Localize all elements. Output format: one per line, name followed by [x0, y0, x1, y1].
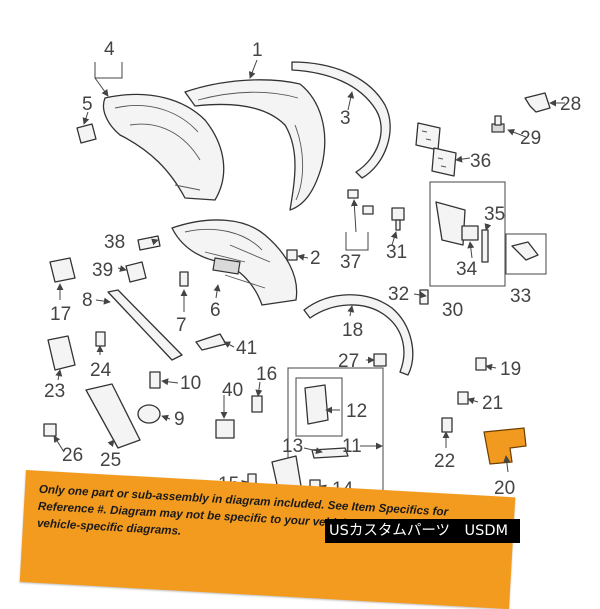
part-23-bracket [47, 335, 76, 371]
callout-9: 9 [174, 409, 185, 430]
part-26-fastener [43, 423, 57, 437]
callout-20: 20 [494, 478, 515, 499]
part-12-latch [304, 384, 329, 425]
callout-12: 12 [346, 401, 367, 422]
callout-32: 32 [388, 284, 409, 305]
callout-7: 7 [176, 315, 187, 336]
callout-19: 19 [500, 359, 521, 380]
callout-6: 6 [210, 300, 221, 321]
callout-37: 37 [340, 252, 361, 273]
callout-2: 2 [310, 248, 321, 269]
part-28-bracket [524, 92, 551, 113]
group-box-30 [429, 181, 506, 287]
part-18-molding [303, 294, 414, 376]
part-9-bumper-stop [137, 404, 161, 424]
part-24-bolt [95, 331, 106, 347]
part-33-wrench-clip [511, 241, 539, 261]
callout-33: 33 [510, 286, 531, 307]
part-17-bracket [49, 257, 76, 283]
part-10-bolt [149, 371, 161, 389]
callout-27: 27 [338, 351, 359, 372]
part-4-trim-panel [102, 93, 225, 201]
callout-11: 11 [342, 436, 362, 457]
part-3-molding [291, 61, 391, 179]
callout-26: 26 [62, 445, 83, 466]
part-8-reinforcement [107, 289, 183, 361]
part-39-bracket [125, 261, 147, 283]
callout-24: 24 [90, 360, 112, 381]
part-21-clip [457, 391, 469, 405]
callout-38: 38 [104, 232, 125, 253]
callout-18: 18 [342, 320, 363, 341]
part-22-bolt [441, 417, 453, 433]
callout-17: 17 [50, 304, 71, 325]
part-38-bracket [137, 235, 161, 251]
callout-28: 28 [560, 94, 581, 115]
group-box-11 [287, 367, 384, 494]
callout-21: 21 [482, 393, 503, 414]
part-1-bumper-cover [184, 79, 326, 211]
part-37-screws [347, 189, 374, 215]
leader-lines [53, 59, 565, 492]
callout-13: 13 [282, 436, 303, 457]
callout-16: 16 [256, 364, 277, 385]
callout-10: 10 [180, 373, 201, 394]
seller-watermark: USカスタムパーツ USDM [325, 519, 520, 543]
callout-1: 1 [252, 40, 263, 61]
part-2-bolt [286, 249, 298, 261]
callout-5: 5 [82, 94, 93, 115]
callout-23: 23 [44, 381, 65, 402]
part-20-bracket-highlighted [483, 427, 527, 465]
callout-25: 25 [100, 450, 121, 471]
part-31-clip [391, 207, 405, 231]
part-29-bolt [491, 115, 505, 133]
callout-29: 29 [520, 128, 541, 149]
part-35-pin [481, 229, 489, 263]
part-5-label [76, 123, 97, 144]
callout-3: 3 [340, 108, 351, 129]
callout-36: 36 [470, 151, 491, 172]
part-40-mount [215, 419, 235, 439]
group-box-33 [505, 233, 547, 275]
part-32-bolt [419, 289, 429, 305]
callout-41: 41 [236, 338, 257, 359]
part-27-cap [373, 353, 387, 367]
part-34-latch [435, 201, 479, 246]
callout-40: 40 [222, 380, 243, 401]
callout-39: 39 [92, 260, 113, 281]
callout-numbers: 1 2 3 4 5 6 7 8 9 10 11 12 13 14 15 16 1… [44, 39, 581, 500]
part-36-hinge [415, 122, 457, 177]
part-41-trim [195, 333, 227, 351]
part-25-guide [85, 383, 141, 449]
callout-8: 8 [82, 290, 93, 311]
part-7-bolt [179, 271, 189, 287]
part-16-bolt [251, 395, 263, 413]
group-box-12 [295, 377, 343, 437]
callout-4: 4 [104, 39, 115, 60]
part-19-clip [475, 357, 487, 371]
callout-34: 34 [456, 259, 478, 280]
callout-31: 31 [386, 242, 407, 263]
callout-35: 35 [484, 204, 505, 225]
callout-30: 30 [442, 300, 463, 321]
part-6-energy-absorber [171, 219, 298, 306]
callout-22: 22 [434, 451, 455, 472]
